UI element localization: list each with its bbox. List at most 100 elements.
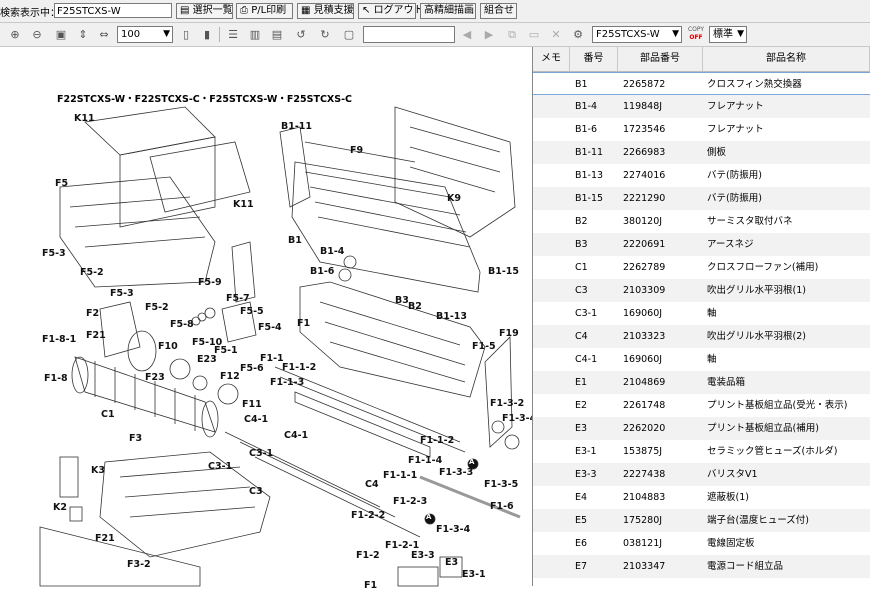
part-label[interactable]: F3-2: [127, 559, 151, 570]
part-label[interactable]: E23: [197, 354, 217, 365]
part-label[interactable]: F21: [95, 533, 115, 544]
part-label[interactable]: F1-2-2: [351, 510, 386, 521]
part-label[interactable]: B1-13: [436, 311, 468, 322]
search-label[interactable]: 検索: [0, 8, 20, 19]
part-label[interactable]: F3: [129, 433, 143, 444]
part-label[interactable]: F19: [499, 328, 519, 339]
part-label[interactable]: K3: [91, 465, 105, 476]
part-label[interactable]: F5-9: [198, 277, 222, 288]
zoom-out-icon[interactable]: ⊖: [32, 28, 42, 41]
part-label[interactable]: F10: [158, 341, 178, 352]
part-label[interactable]: F1-8-1: [42, 334, 77, 345]
part-label[interactable]: B1: [288, 235, 302, 246]
part-label[interactable]: F1-2-1: [385, 540, 420, 551]
estimate-button[interactable]: ▦ 見積支援: [297, 3, 354, 19]
part-label[interactable]: F1-2-3: [393, 496, 428, 507]
pane-divider[interactable]: [532, 47, 533, 586]
part-label[interactable]: F11: [242, 399, 262, 410]
col-part-no[interactable]: 部品番号: [618, 47, 703, 71]
part-label[interactable]: B3: [395, 295, 409, 306]
col-memo[interactable]: メモ: [533, 47, 570, 71]
part-label[interactable]: C4-1: [284, 430, 309, 441]
part-label[interactable]: F1-1-3: [270, 377, 305, 388]
part-label[interactable]: F1: [297, 318, 311, 329]
copy-toggle[interactable]: COPY OFF: [686, 26, 706, 43]
rotate-left-icon[interactable]: ↺: [296, 28, 306, 41]
part-label[interactable]: F5-2: [80, 267, 104, 278]
zoom-in-icon[interactable]: ⊕: [10, 28, 20, 41]
part-label[interactable]: K11: [233, 199, 254, 210]
part-label[interactable]: F1-1-4: [408, 455, 443, 466]
part-label[interactable]: F1-1-2: [420, 435, 455, 446]
part-label[interactable]: F23: [145, 372, 165, 383]
part-label[interactable]: E3-1: [462, 569, 486, 580]
part-label[interactable]: F5-2: [145, 302, 169, 313]
part-label[interactable]: F9: [350, 145, 364, 156]
logout-button[interactable]: ↖ ログアウト: [358, 3, 424, 19]
paste-icon[interactable]: ▭: [528, 28, 540, 41]
model-select[interactable]: F25STCXS-W▼: [592, 26, 682, 43]
part-label[interactable]: C3-1: [208, 461, 233, 472]
part-label[interactable]: E3-3: [411, 550, 435, 561]
part-label[interactable]: F1: [364, 580, 378, 591]
part-label[interactable]: B2: [408, 301, 422, 312]
part-label[interactable]: B1-15: [488, 266, 520, 277]
part-label[interactable]: B1-6: [310, 266, 335, 277]
exploded-parts-drawing[interactable]: F22STCXS-W・F22STCXS-C・F25STCXS-W・F25STCX…: [0, 47, 536, 591]
part-label[interactable]: F1-3-3: [439, 467, 474, 478]
part-label[interactable]: F5-5: [240, 306, 264, 317]
hires-render-button[interactable]: 高精細描画: [420, 3, 476, 19]
part-label[interactable]: K2: [53, 502, 67, 513]
part-label[interactable]: F5-3: [42, 248, 66, 259]
fit-page-icon[interactable]: ▣: [55, 28, 67, 41]
find-input[interactable]: [363, 26, 455, 43]
part-label[interactable]: K9: [447, 193, 461, 204]
part-label[interactable]: F21: [86, 330, 106, 341]
part-label[interactable]: C4-1: [244, 414, 269, 425]
part-label[interactable]: F1-2: [356, 550, 380, 561]
copy-icon[interactable]: ⧉: [508, 28, 516, 41]
part-label[interactable]: F2: [86, 308, 100, 319]
part-label[interactable]: F1-8: [44, 373, 68, 384]
col-number[interactable]: 番号: [570, 47, 618, 71]
page-settings-icon[interactable]: ▤: [271, 28, 283, 41]
part-label[interactable]: F1-3-5: [484, 479, 519, 490]
fit-height-icon[interactable]: ⇕: [78, 28, 88, 41]
col-part-name[interactable]: 部品名称: [703, 47, 870, 71]
columns-icon[interactable]: ▥: [249, 28, 261, 41]
prev-icon[interactable]: ◀: [462, 28, 472, 41]
window-icon[interactable]: ▢: [343, 28, 355, 41]
continuous-page-icon[interactable]: ▮: [203, 28, 211, 41]
part-label[interactable]: F1-1-1: [383, 470, 418, 481]
part-label[interactable]: C4: [365, 479, 379, 490]
rotate-right-icon[interactable]: ↻: [320, 28, 330, 41]
single-page-icon[interactable]: ▯: [182, 28, 190, 41]
part-label[interactable]: F1-5: [472, 341, 496, 352]
part-label[interactable]: B1-11: [281, 121, 313, 132]
combination-button[interactable]: 組合せ: [480, 3, 517, 19]
part-label[interactable]: F1-6: [490, 501, 514, 512]
selection-list-button[interactable]: ▤ 選択一覧: [176, 3, 233, 19]
part-label[interactable]: F5-1: [214, 345, 238, 356]
two-page-icon[interactable]: ☰: [228, 28, 238, 41]
part-label[interactable]: F5-10: [192, 337, 223, 348]
part-label[interactable]: F5: [55, 178, 69, 189]
part-label[interactable]: F1-3-4: [436, 524, 471, 535]
